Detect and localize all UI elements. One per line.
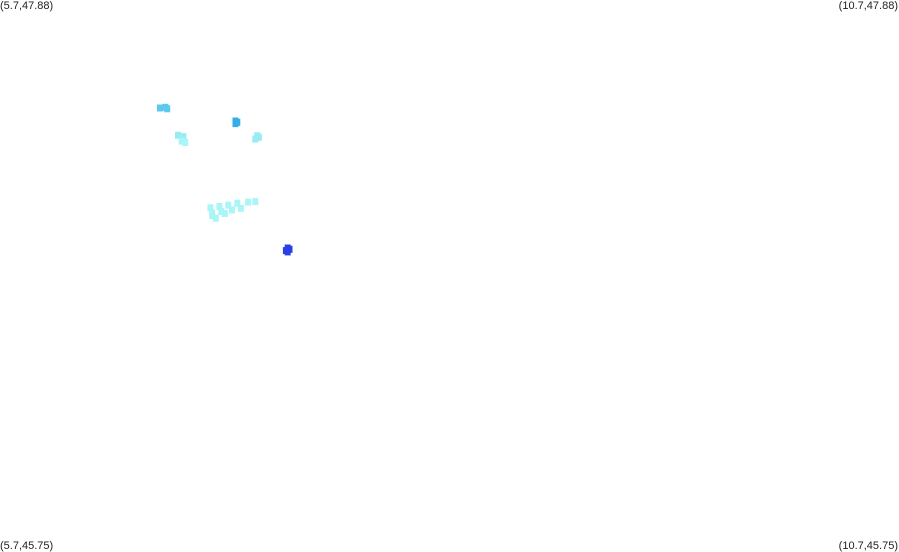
map-cell bbox=[255, 133, 262, 141]
map-cell bbox=[228, 206, 235, 214]
map-cell bbox=[209, 212, 216, 220]
map-cell bbox=[232, 120, 239, 128]
corner-label-bottom-left: (5.7,45.75) bbox=[0, 540, 54, 552]
map-cell bbox=[182, 139, 189, 146]
corner-label-top-right: (10.7,47.88) bbox=[838, 0, 898, 12]
map-cell bbox=[252, 198, 259, 206]
map-feature-feature-b bbox=[232, 117, 241, 128]
map-feature-feature-d bbox=[178, 137, 189, 146]
map-cell bbox=[284, 248, 291, 256]
map-cell bbox=[216, 203, 223, 210]
map-cell bbox=[218, 208, 225, 215]
map-cell bbox=[178, 137, 185, 145]
map-cell bbox=[178, 133, 185, 141]
map-cell bbox=[225, 201, 232, 209]
map-feature-feature-c bbox=[175, 131, 187, 141]
corner-label-top-left: (5.7,47.88) bbox=[0, 0, 54, 12]
map-cell bbox=[245, 198, 252, 206]
map-cell bbox=[207, 204, 214, 212]
map-cell bbox=[212, 214, 219, 222]
map-feature-feature-a bbox=[157, 103, 171, 113]
map-cell bbox=[221, 210, 228, 217]
corner-label-bottom-right: (10.7,45.75) bbox=[838, 540, 898, 552]
map-cell bbox=[175, 131, 181, 139]
map-feature-feature-g bbox=[282, 244, 293, 256]
map-feature-feature-f bbox=[207, 198, 259, 222]
map-cell bbox=[234, 199, 241, 207]
map-cell bbox=[164, 105, 171, 113]
map-feature-feature-e bbox=[252, 132, 262, 143]
map-cell bbox=[237, 204, 244, 212]
map-cell bbox=[252, 135, 259, 143]
map-cell bbox=[157, 104, 163, 112]
